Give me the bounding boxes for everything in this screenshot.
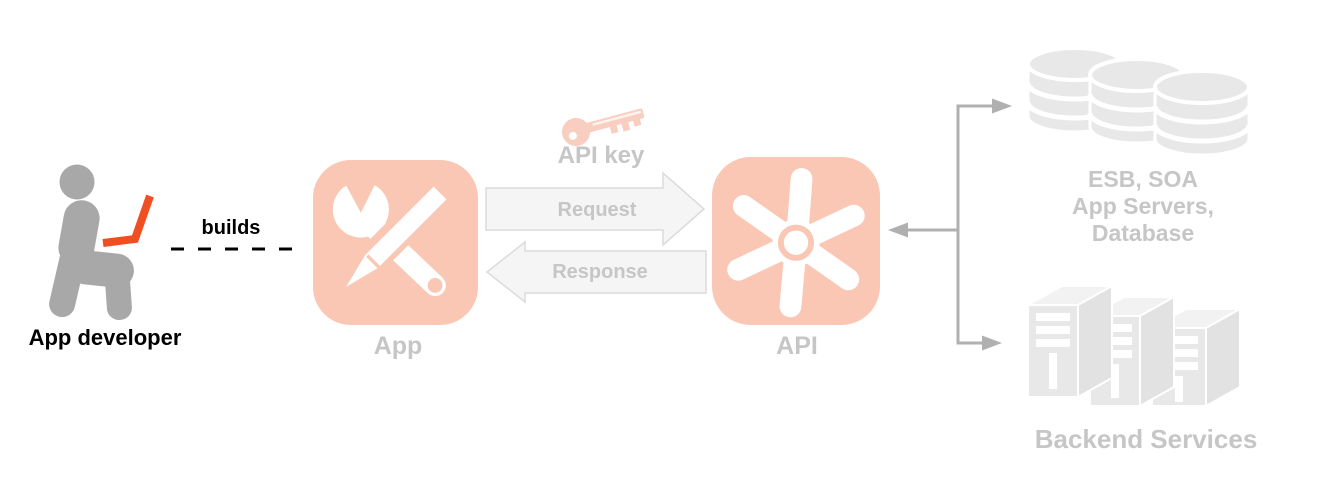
server-tower-1 bbox=[1024, 284, 1116, 399]
seated-person-laptop-icon bbox=[49, 164, 154, 320]
key-icon bbox=[562, 108, 645, 146]
developer-label: App developer bbox=[28, 325, 182, 350]
server-towers-icon bbox=[1024, 284, 1244, 408]
app-label: App bbox=[373, 332, 423, 360]
app-icon bbox=[313, 160, 478, 325]
esb-label-line2: App Servers, bbox=[1072, 193, 1214, 219]
arrowhead-to-servers bbox=[982, 335, 1002, 351]
pencil-icon bbox=[346, 176, 455, 288]
builds-edge-label: builds bbox=[201, 217, 261, 239]
esb-label-line1: ESB, SOA bbox=[1088, 166, 1198, 192]
esb-label: ESB, SOA App Servers, Database bbox=[1043, 166, 1243, 247]
arrowhead-to-database bbox=[992, 98, 1012, 114]
database-stack-icon bbox=[1025, 46, 1252, 157]
person-torso bbox=[58, 200, 100, 266]
api-label: API bbox=[776, 332, 818, 360]
laptop-icon bbox=[102, 194, 154, 247]
db-cylinder-3 bbox=[1152, 69, 1252, 157]
server-tower-2 bbox=[1086, 295, 1178, 408]
api-key-label: API key bbox=[557, 142, 645, 169]
cog-hub-ring bbox=[777, 224, 815, 261]
arrowhead-to-api bbox=[888, 222, 908, 238]
backend-connector-lines bbox=[888, 98, 1012, 351]
backend-label: Backend Services bbox=[1034, 424, 1258, 454]
request-label: Request bbox=[557, 199, 637, 221]
response-label: Response bbox=[552, 261, 648, 283]
api-icon bbox=[712, 157, 880, 325]
request-arrow bbox=[485, 171, 706, 247]
person-head bbox=[59, 164, 95, 200]
esb-label-line3: Database bbox=[1091, 220, 1195, 246]
response-arrow bbox=[485, 240, 707, 304]
builds-dashed-line bbox=[171, 247, 303, 251]
